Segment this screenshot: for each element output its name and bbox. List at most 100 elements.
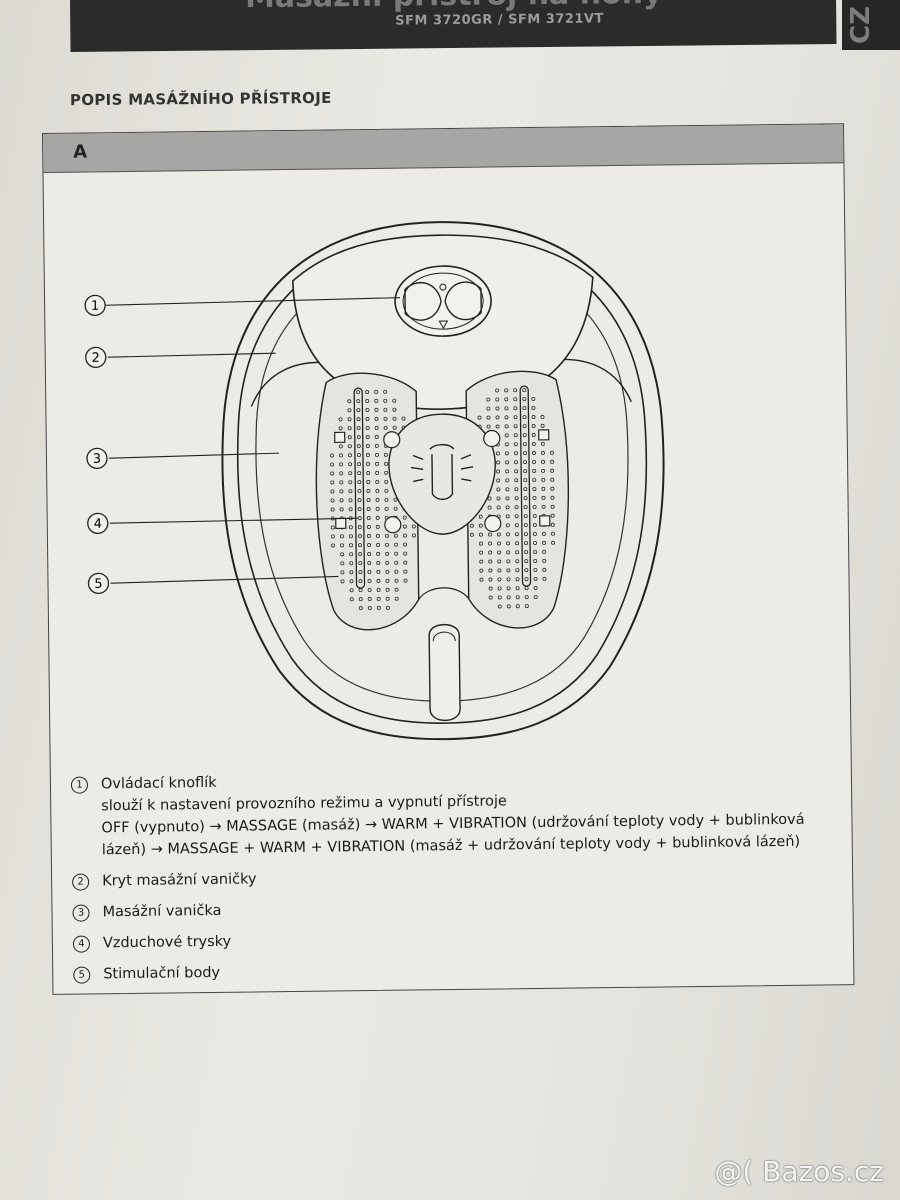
stimulation-dot [385, 578, 390, 583]
stimulation-dot [531, 406, 536, 411]
stimulation-dot [330, 507, 335, 512]
stimulation-dot [495, 424, 500, 429]
language-tab: CZ [842, 0, 900, 50]
legend-item-1: 1 Ovládací knoflík slouží k nastavení pr… [70, 764, 842, 861]
stimulation-dot [506, 604, 511, 609]
stimulation-dot [514, 496, 519, 501]
stimulation-dot [385, 587, 390, 592]
control-knob-graphic [394, 265, 492, 337]
stimulation-dot [374, 443, 379, 448]
stimulation-dot [330, 471, 335, 476]
stimulation-dot [524, 550, 529, 555]
stimulation-dot [487, 505, 492, 510]
stimulation-dot [531, 433, 536, 438]
stimulation-dot [550, 504, 555, 509]
callout-circle-5 [87, 572, 110, 594]
stimulation-dot [340, 561, 345, 566]
stimulation-dot [366, 471, 371, 476]
stimulation-dot [340, 543, 345, 548]
stimulation-dot [367, 561, 372, 566]
legend-number: 2 [72, 873, 90, 891]
stimulation-dot [347, 408, 352, 413]
stimulation-dot [348, 462, 353, 467]
stimulation-dot [366, 462, 371, 467]
stimulation-dot [374, 398, 379, 403]
stimulation-dot [330, 480, 335, 485]
stimulation-dots [329, 388, 556, 611]
stimulation-dot [384, 533, 389, 538]
stimulation-dot [356, 444, 361, 449]
stimulation-dot [513, 415, 518, 420]
stimulation-dot [347, 399, 352, 404]
bazos-watermark: @( Bazos.cz [714, 1155, 884, 1188]
heel-drain-inner [432, 631, 456, 642]
stimulation-dot [366, 480, 371, 485]
stimulation-dot [392, 425, 397, 430]
stimulation-dot [374, 434, 379, 439]
stimulation-dot [356, 426, 361, 431]
stimulation-dot [497, 604, 502, 609]
stimulation-dot [532, 469, 537, 474]
stimulation-dot [383, 425, 388, 430]
stimulation-dot [339, 480, 344, 485]
stimulation-dot [384, 479, 389, 484]
stimulation-dot [375, 524, 380, 529]
stimulation-dot [330, 462, 335, 467]
stimulation-dot [505, 469, 510, 474]
stimulation-dot [375, 533, 380, 538]
stimulation-dot [358, 570, 363, 575]
stimulation-dot [357, 489, 362, 494]
top-banner: Masážní přístroj na nohy SFM 3720GR / SF… [70, 0, 837, 52]
stimulation-dot [366, 534, 371, 539]
stimulation-dot [523, 505, 528, 510]
stimulation-dot [504, 442, 509, 447]
stimulation-dot [375, 506, 380, 511]
stimulation-dot [376, 596, 381, 601]
stimulation-dot [479, 568, 484, 573]
right-ledge [555, 358, 632, 403]
figure-box: A [42, 123, 855, 995]
stimulation-dot [357, 480, 362, 485]
stimulation-dot [488, 595, 493, 600]
stimulation-dot [394, 560, 399, 565]
stimulation-dot [366, 498, 371, 503]
stimulation-dot [385, 569, 390, 574]
stimulation-dot [366, 525, 371, 530]
stimulation-dot [347, 435, 352, 440]
stimulation-dot [366, 507, 371, 512]
stimulation-dot [496, 469, 501, 474]
stimulation-dot [488, 559, 493, 564]
stimulation-dot [540, 423, 545, 428]
stimulation-dot [497, 550, 502, 555]
stimulation-dot [401, 416, 406, 421]
stimulation-dot [524, 559, 529, 564]
callout-number-4: 4 [94, 517, 102, 532]
stimulation-dot [505, 460, 510, 465]
stimulation-dot [402, 524, 407, 529]
stimulation-dot [486, 424, 491, 429]
stimulation-dot [356, 390, 361, 395]
stimulation-dot [383, 389, 388, 394]
stimulation-dot [524, 541, 529, 546]
stimulation-dot [514, 523, 519, 528]
stimulation-dot [533, 568, 538, 573]
stimulation-dot [365, 399, 370, 404]
spa-inner-rim [236, 236, 648, 724]
stimulation-dot [540, 450, 545, 455]
stimulation-dot [515, 586, 520, 591]
callout-circle-2 [85, 346, 107, 369]
stimulation-dot [348, 480, 353, 485]
stimulation-dot [533, 541, 538, 546]
stimulation-dot [550, 531, 555, 536]
stimulation-dot [514, 478, 519, 483]
stimulation-dot [330, 489, 335, 494]
stimulation-dot [541, 486, 546, 491]
stimulation-dot [531, 415, 536, 420]
stimulation-dot [514, 514, 519, 519]
stimulation-dot [347, 453, 352, 458]
stimulation-dot [366, 489, 371, 494]
stimulation-dot [550, 522, 555, 527]
stimulation-dot [394, 569, 399, 574]
legend-number: 1 [70, 776, 89, 794]
stimulation-dot [522, 424, 527, 429]
